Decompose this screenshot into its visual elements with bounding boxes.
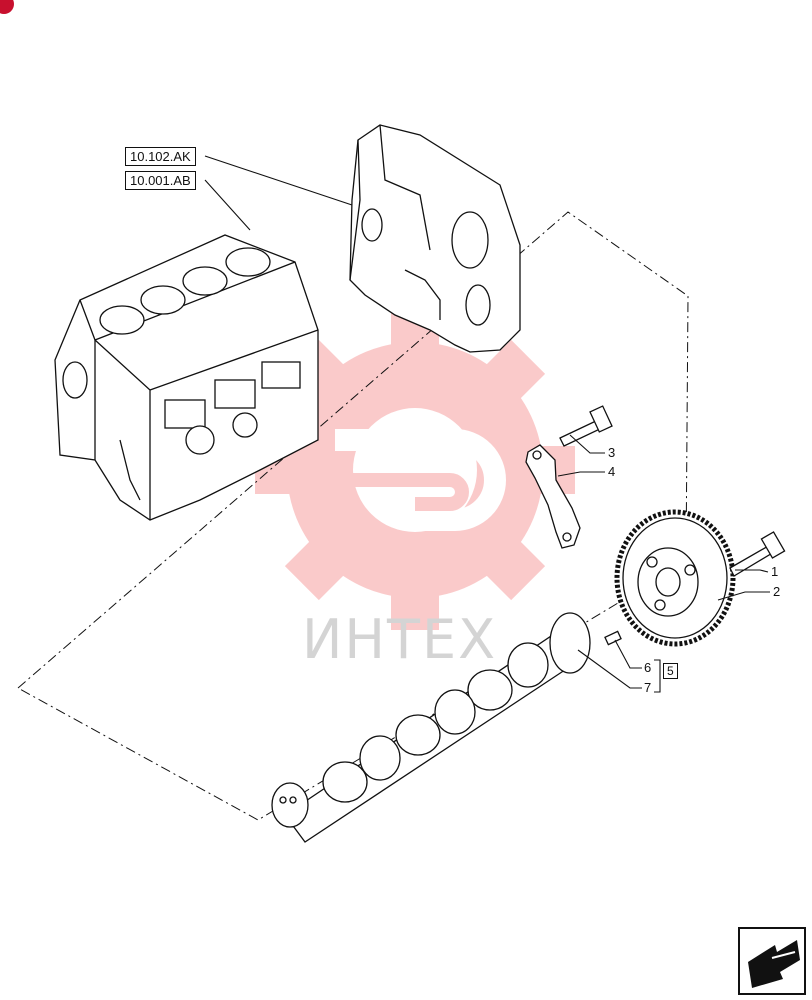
- leader-lines: [204, 155, 770, 693]
- callout-group-5: 5: [663, 663, 678, 679]
- callout-6: 6: [644, 660, 652, 675]
- callout-4: 4: [608, 464, 616, 479]
- navigate-arrow-icon[interactable]: [738, 927, 806, 995]
- callout-3: 3: [608, 445, 616, 460]
- watermark-text: ИНТЕХ: [302, 608, 498, 671]
- callout-2: 2: [773, 584, 781, 599]
- reference-10-102-ak[interactable]: 10.102.AK: [125, 147, 196, 166]
- camshaft-gear-drawing: [614, 509, 736, 647]
- gear-housing-drawing: [349, 124, 521, 353]
- bracket-4-drawing: [525, 444, 581, 549]
- dowel-pin-drawing: [604, 630, 622, 646]
- callout-7: 7: [644, 680, 652, 695]
- bolt-1-drawing: [729, 531, 786, 577]
- bolt-3-drawing: [559, 405, 613, 447]
- callout-1: 1: [771, 564, 779, 579]
- engine-block-drawing: [54, 234, 319, 521]
- corner-badge: [0, 0, 14, 14]
- camshaft-drawing: [271, 612, 591, 843]
- reference-10-001-ab[interactable]: 10.001.AB: [125, 171, 196, 190]
